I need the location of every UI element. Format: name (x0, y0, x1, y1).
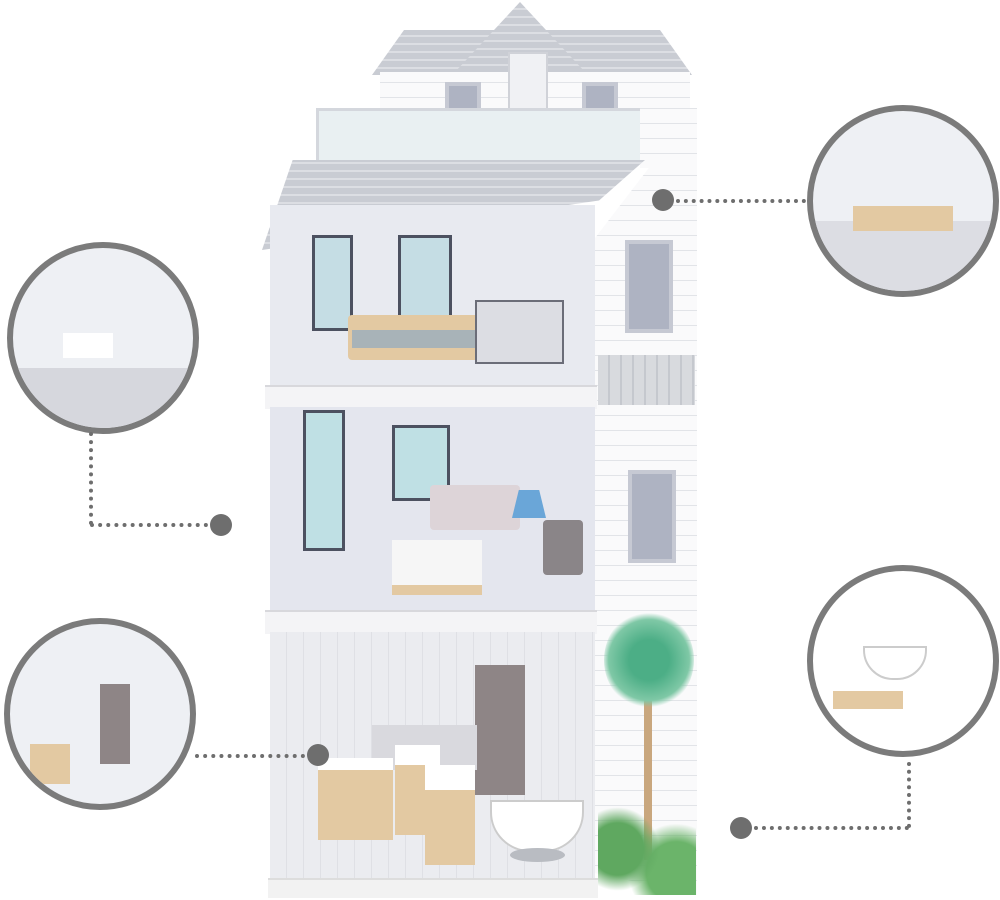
floor-divider (265, 385, 597, 409)
callout-leader-line (907, 762, 911, 828)
house-base (268, 878, 598, 898)
callout-leader-line (676, 199, 806, 203)
bedroom-window (398, 235, 452, 321)
callout-leader-line (754, 826, 909, 830)
lamp (512, 490, 546, 518)
living-window (303, 410, 345, 551)
lounge-chair (543, 520, 583, 575)
dining-table (318, 758, 393, 840)
bathtub-base (510, 848, 565, 862)
large-bed (475, 300, 564, 364)
fridge (475, 665, 525, 795)
callout-right-furniture (807, 565, 999, 757)
callout-top-right-bedroom (807, 105, 999, 297)
palm-leaves (604, 610, 694, 710)
balcony (316, 108, 647, 164)
armchair (392, 540, 482, 595)
tower-door (508, 52, 548, 114)
callout-anchor-dot (730, 817, 752, 839)
sofa (430, 485, 520, 530)
floor-divider (265, 610, 597, 634)
side-fence (598, 355, 695, 405)
side-bushes (598, 780, 696, 895)
palm-trunk (644, 680, 652, 860)
dining-chair (425, 765, 475, 865)
callout-anchor-dot (210, 514, 232, 536)
right-upper-wall (640, 108, 697, 168)
side-window (628, 470, 676, 563)
callout-leader-line (195, 754, 305, 758)
callout-left-kitchen (4, 618, 196, 810)
callout-leader-line (90, 523, 208, 527)
bedroom-window (312, 235, 353, 331)
side-window (625, 240, 673, 333)
callout-leader-line (89, 432, 93, 525)
callout-anchor-dot (307, 744, 329, 766)
callout-anchor-dot (652, 189, 674, 211)
callout-left-living (7, 242, 199, 434)
